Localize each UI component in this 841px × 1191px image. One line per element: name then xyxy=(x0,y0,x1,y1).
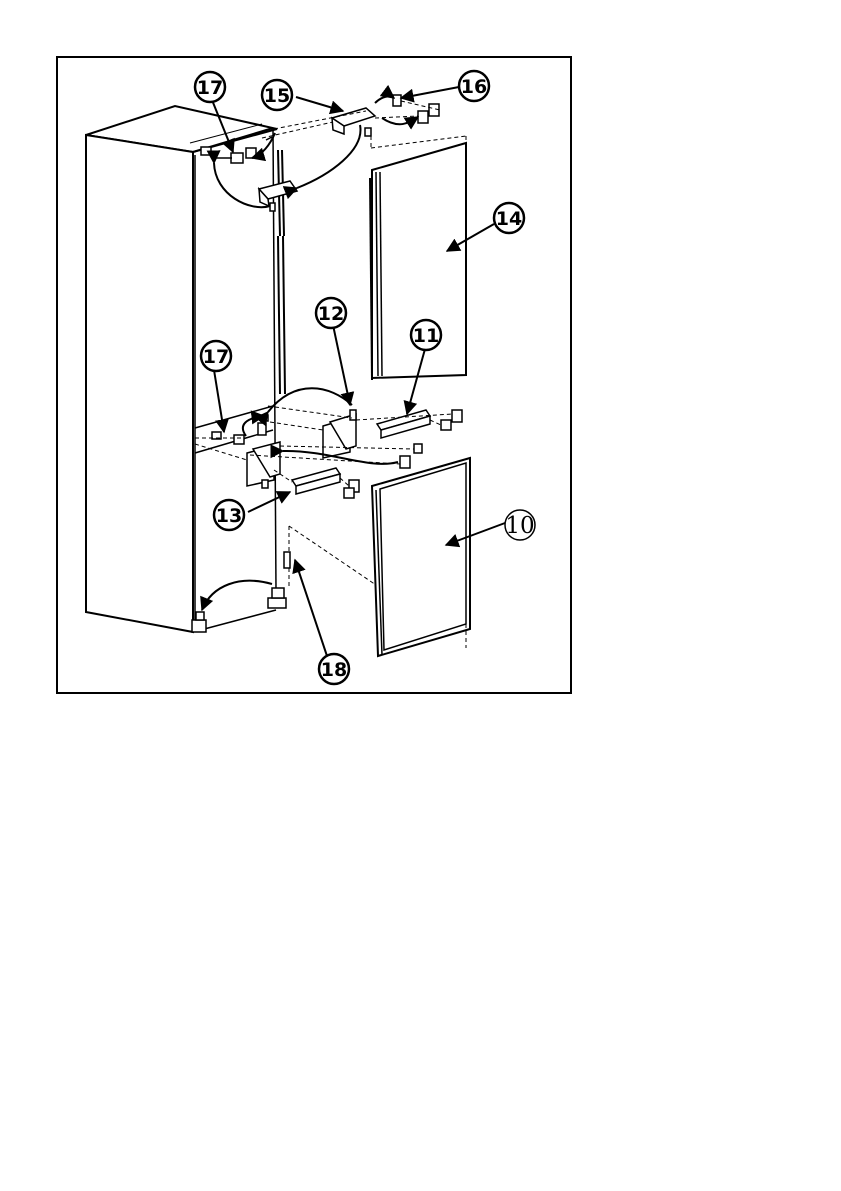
callout-label: 16 xyxy=(461,76,487,98)
callout-10: 10 xyxy=(505,510,535,540)
callout-17: 17 xyxy=(201,341,231,371)
callout-label: 17 xyxy=(203,346,229,368)
top-hinge-bracket xyxy=(332,95,439,136)
callout-12: 12 xyxy=(316,298,346,328)
callout-label: 11 xyxy=(413,325,439,347)
callout-17: 17 xyxy=(195,72,225,102)
callout-label: 10 xyxy=(505,513,534,539)
callout-18: 18 xyxy=(319,654,349,684)
callout-14: 14 xyxy=(494,203,524,233)
callout-label: 17 xyxy=(197,77,223,99)
lower-door xyxy=(372,458,470,656)
callout-16: 16 xyxy=(459,71,489,101)
middle-cabinet-hinge-area xyxy=(212,415,268,444)
callout-13: 13 xyxy=(214,500,244,530)
appliance-cabinet xyxy=(86,106,277,632)
callout-11: 11 xyxy=(411,320,441,350)
callout-15: 15 xyxy=(262,80,292,110)
callout-label: 12 xyxy=(318,303,344,325)
callout-label: 14 xyxy=(496,208,522,230)
callout-group: 17 15 16 14 12 11 17 13 10 18 xyxy=(195,71,535,684)
callout-label: 18 xyxy=(321,659,347,681)
callout-label: 13 xyxy=(216,505,242,527)
callout-label: 15 xyxy=(264,85,290,107)
